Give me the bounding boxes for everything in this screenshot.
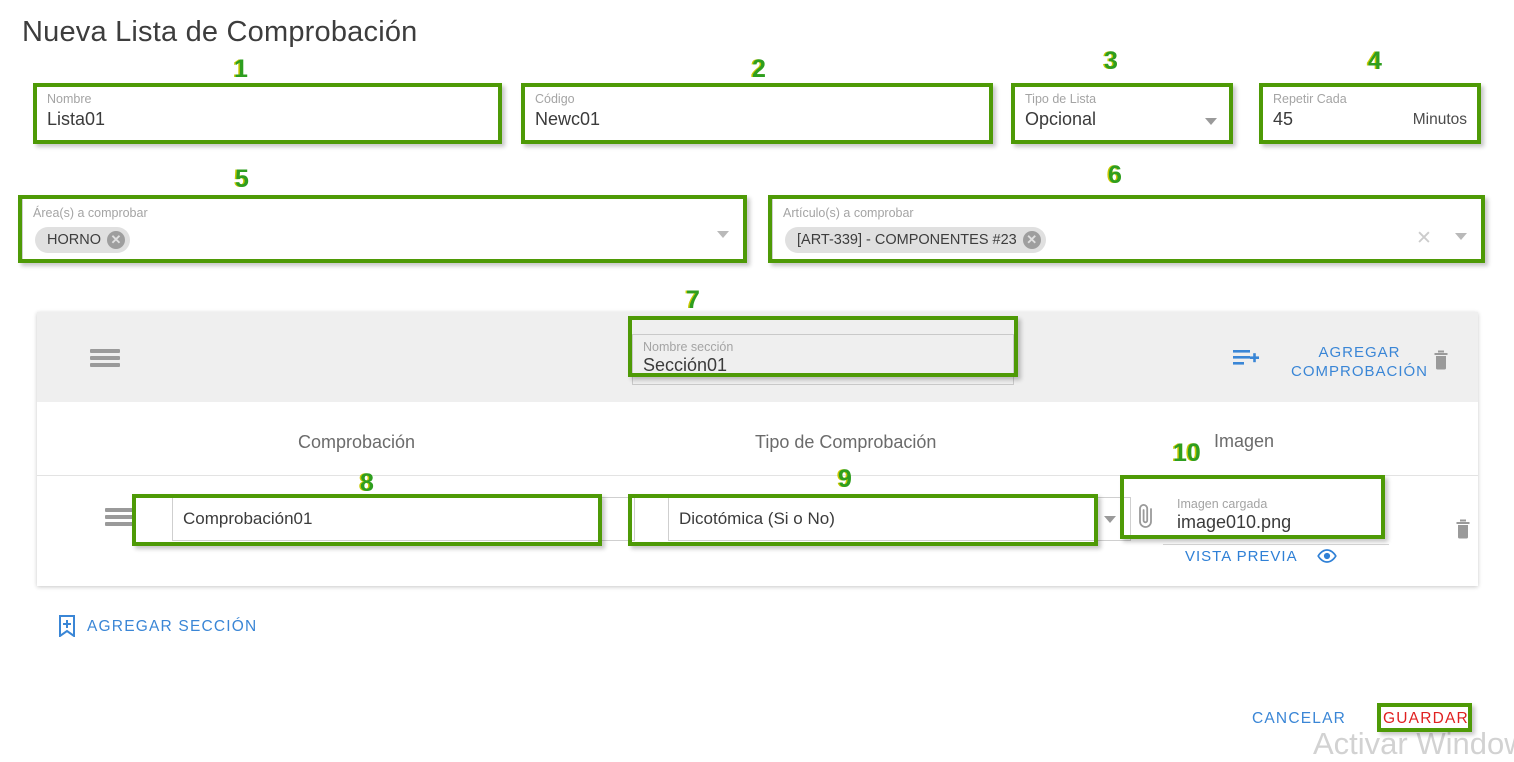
annotation-number-1: 1 bbox=[234, 55, 248, 83]
eye-icon[interactable] bbox=[1317, 548, 1337, 564]
imagen-cargada-value: image010.png bbox=[1177, 512, 1292, 532]
chip-remove-icon[interactable]: ✕ bbox=[1022, 231, 1041, 249]
tipo-lista-value: Opcional bbox=[1025, 109, 1097, 129]
annotation-number-2: 2 bbox=[752, 55, 766, 83]
repetir-cada-unit: Minutos bbox=[1412, 111, 1467, 128]
section-card: Nombre sección Sección01 AGREGAR COMPROB… bbox=[37, 312, 1478, 586]
codigo-field[interactable]: Código Newc01 bbox=[524, 86, 990, 141]
tipo-comprobacion-select[interactable]: Dicotómica (Si o No) bbox=[668, 497, 1131, 541]
attachment-paperclip-icon[interactable] bbox=[1135, 502, 1157, 532]
nombre-seccion-field[interactable]: Nombre sección Sección01 bbox=[632, 334, 1014, 385]
annotation-number-3: 3 bbox=[1104, 47, 1118, 75]
comprobacion-input[interactable]: Comprobación01 bbox=[172, 497, 635, 541]
chip-articulo-label: [ART-339] - COMPONENTES #23 bbox=[797, 232, 1017, 248]
chip-area-label: HORNO bbox=[47, 232, 101, 248]
column-header-comprobacion: Comprobación bbox=[298, 432, 416, 452]
imagen-cargada-label: Imagen cargada bbox=[1177, 497, 1268, 511]
bookmark-add-icon[interactable] bbox=[57, 615, 77, 637]
codigo-label: Código bbox=[535, 92, 575, 106]
clear-all-icon[interactable]: ✕ bbox=[1416, 228, 1432, 249]
codigo-value: Newc01 bbox=[535, 109, 601, 129]
chevron-down-icon[interactable] bbox=[1205, 118, 1217, 125]
agregar-seccion-button[interactable]: AGREGAR SECCIÓN bbox=[87, 618, 258, 635]
repetir-cada-label: Repetir Cada bbox=[1273, 92, 1347, 106]
annotation-number-10: 10 bbox=[1173, 439, 1201, 467]
guardar-button[interactable]: GUARDAR bbox=[1383, 710, 1469, 727]
chip-remove-icon[interactable]: ✕ bbox=[106, 231, 125, 249]
table-header-divider bbox=[37, 475, 1478, 476]
repetir-cada-field[interactable]: Repetir Cada 45 Minutos bbox=[1262, 86, 1478, 141]
nombre-seccion-label: Nombre sección bbox=[643, 340, 734, 354]
page-title: Nueva Lista de Comprobación bbox=[22, 16, 418, 48]
chip-articulo[interactable]: [ART-339] - COMPONENTES #23 ✕ bbox=[785, 227, 1046, 253]
activar-windows-watermark: Activar Windows bbox=[1313, 726, 1514, 761]
row-drag-handle[interactable] bbox=[105, 508, 135, 526]
nombre-label: Nombre bbox=[47, 92, 92, 106]
comprobacion-value: Comprobación01 bbox=[183, 509, 313, 528]
tipo-comprobacion-value: Dicotómica (Si o No) bbox=[679, 509, 835, 528]
areas-label: Área(s) a comprobar bbox=[33, 206, 148, 220]
annotation-number-4: 4 bbox=[1368, 47, 1382, 75]
chevron-down-icon[interactable] bbox=[1104, 516, 1116, 523]
nombre-value: Lista01 bbox=[47, 109, 106, 129]
articulos-multiselect[interactable]: Artículo(s) a comprobar [ART-339] - COMP… bbox=[772, 198, 1482, 260]
tipo-lista-select[interactable]: Tipo de Lista Opcional bbox=[1014, 86, 1230, 141]
imagen-cargada-field[interactable]: Imagen cargada image010.png bbox=[1163, 490, 1389, 545]
playlist-add-icon[interactable] bbox=[1233, 348, 1259, 368]
delete-section-trash-icon[interactable] bbox=[1433, 350, 1449, 370]
annotation-number-8: 8 bbox=[360, 469, 374, 497]
nombre-seccion-value: Sección01 bbox=[643, 355, 728, 375]
annotation-number-6: 6 bbox=[1108, 161, 1122, 189]
cancelar-button[interactable]: CANCELAR bbox=[1252, 710, 1347, 727]
chevron-down-icon[interactable] bbox=[717, 231, 729, 238]
delete-row-trash-icon[interactable] bbox=[1455, 519, 1471, 539]
nombre-field[interactable]: Nombre Lista01 bbox=[36, 86, 499, 141]
section-drag-handle[interactable] bbox=[90, 349, 120, 367]
areas-multiselect[interactable]: Área(s) a comprobar HORNO ✕ bbox=[22, 198, 744, 260]
chevron-down-icon[interactable] bbox=[1455, 233, 1467, 240]
column-header-imagen: Imagen bbox=[1214, 431, 1275, 451]
annotation-number-5: 5 bbox=[235, 165, 249, 193]
tipo-lista-label: Tipo de Lista bbox=[1025, 92, 1097, 106]
annotation-number-9: 9 bbox=[838, 465, 852, 493]
vista-previa-label[interactable]: VISTA PREVIA bbox=[1185, 548, 1298, 565]
repetir-cada-value: 45 bbox=[1273, 109, 1294, 129]
agregar-comprobacion-button[interactable]: AGREGAR COMPROBACIÓN bbox=[1290, 344, 1428, 380]
articulos-label: Artículo(s) a comprobar bbox=[783, 206, 914, 220]
chip-area[interactable]: HORNO ✕ bbox=[35, 227, 130, 253]
column-header-tipo: Tipo de Comprobación bbox=[755, 432, 937, 452]
annotation-number-7: 7 bbox=[686, 286, 700, 314]
